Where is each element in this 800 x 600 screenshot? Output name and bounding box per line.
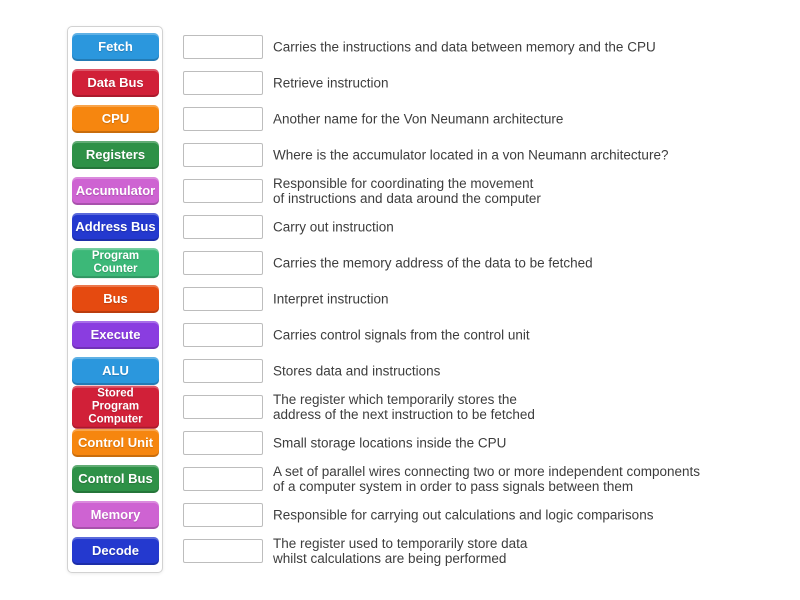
- match-row-9: Execute Carries control signals from the…: [0, 317, 800, 353]
- clue-text-1: Carries the instructions and data betwee…: [273, 39, 656, 55]
- keyword-tile-stored-program-computer[interactable]: Stored Program Computer: [72, 385, 159, 429]
- clue-text-8: Interpret instruction: [273, 291, 389, 307]
- keyword-tile-accumulator[interactable]: Accumulator: [72, 177, 159, 205]
- match-row-3: CPU Another name for the Von Neumann arc…: [0, 101, 800, 137]
- keyword-tile-bus[interactable]: Bus: [72, 285, 159, 313]
- match-row-13: Control Bus A set of parallel wires conn…: [0, 461, 800, 497]
- match-row-4: Registers Where is the accumulator locat…: [0, 137, 800, 173]
- keyword-tile-control-unit[interactable]: Control Unit: [72, 429, 159, 457]
- clue-text-10: Stores data and instructions: [273, 363, 441, 379]
- match-row-14: Memory Responsible for carrying out calc…: [0, 497, 800, 533]
- clue-text-3: Another name for the Von Neumann archite…: [273, 111, 564, 127]
- keyword-tile-address-bus[interactable]: Address Bus: [72, 213, 159, 241]
- clue-text-9: Carries control signals from the control…: [273, 327, 530, 343]
- clue-text-4: Where is the accumulator located in a vo…: [273, 147, 669, 163]
- keyword-tile-cpu[interactable]: CPU: [72, 105, 159, 133]
- match-row-2: Data Bus Retrieve instruction: [0, 65, 800, 101]
- match-row-5: Accumulator Responsible for coordinating…: [0, 173, 800, 209]
- answer-slot-5[interactable]: [183, 179, 263, 203]
- clue-text-15: The register used to temporarily store d…: [273, 536, 528, 566]
- answer-slot-7[interactable]: [183, 251, 263, 275]
- match-row-11: Stored Program Computer The register whi…: [0, 385, 800, 429]
- clue-text-6: Carry out instruction: [273, 219, 394, 235]
- clue-text-11: The register which temporarily stores th…: [273, 392, 535, 422]
- keyword-tile-decode[interactable]: Decode: [72, 537, 159, 565]
- clue-text-13: A set of parallel wires connecting two o…: [273, 464, 700, 494]
- keyword-tile-alu[interactable]: ALU: [72, 357, 159, 385]
- match-row-7: Program Counter Carries the memory addre…: [0, 245, 800, 281]
- answer-slot-3[interactable]: [183, 107, 263, 131]
- keyword-tile-execute[interactable]: Execute: [72, 321, 159, 349]
- clue-text-5: Responsible for coordinating the movemen…: [273, 176, 541, 206]
- keyword-tile-registers[interactable]: Registers: [72, 141, 159, 169]
- answer-slot-2[interactable]: [183, 71, 263, 95]
- answer-slot-6[interactable]: [183, 215, 263, 239]
- clue-text-7: Carries the memory address of the data t…: [273, 255, 593, 271]
- clue-text-2: Retrieve instruction: [273, 75, 389, 91]
- match-row-15: Decode The register used to temporarily …: [0, 533, 800, 569]
- match-row-12: Control Unit Small storage locations ins…: [0, 425, 800, 461]
- answer-slot-4[interactable]: [183, 143, 263, 167]
- answer-slot-8[interactable]: [183, 287, 263, 311]
- answer-slot-12[interactable]: [183, 431, 263, 455]
- answer-slot-10[interactable]: [183, 359, 263, 383]
- match-row-8: Bus Interpret instruction: [0, 281, 800, 317]
- clue-text-12: Small storage locations inside the CPU: [273, 435, 507, 451]
- keyword-tile-program-counter[interactable]: Program Counter: [72, 248, 159, 278]
- match-row-10: ALU Stores data and instructions: [0, 353, 800, 389]
- answer-slot-13[interactable]: [183, 467, 263, 491]
- match-rows: Fetch Carries the instructions and data …: [0, 29, 800, 569]
- answer-slot-9[interactable]: [183, 323, 263, 347]
- match-row-6: Address Bus Carry out instruction: [0, 209, 800, 245]
- keyword-tile-memory[interactable]: Memory: [72, 501, 159, 529]
- keyword-tile-control-bus[interactable]: Control Bus: [72, 465, 159, 493]
- match-row-1: Fetch Carries the instructions and data …: [0, 29, 800, 65]
- answer-slot-14[interactable]: [183, 503, 263, 527]
- answer-slot-15[interactable]: [183, 539, 263, 563]
- answer-slot-11[interactable]: [183, 395, 263, 419]
- keyword-tile-fetch[interactable]: Fetch: [72, 33, 159, 61]
- answer-slot-1[interactable]: [183, 35, 263, 59]
- clue-text-14: Responsible for carrying out calculation…: [273, 507, 654, 523]
- keyword-tile-data-bus[interactable]: Data Bus: [72, 69, 159, 97]
